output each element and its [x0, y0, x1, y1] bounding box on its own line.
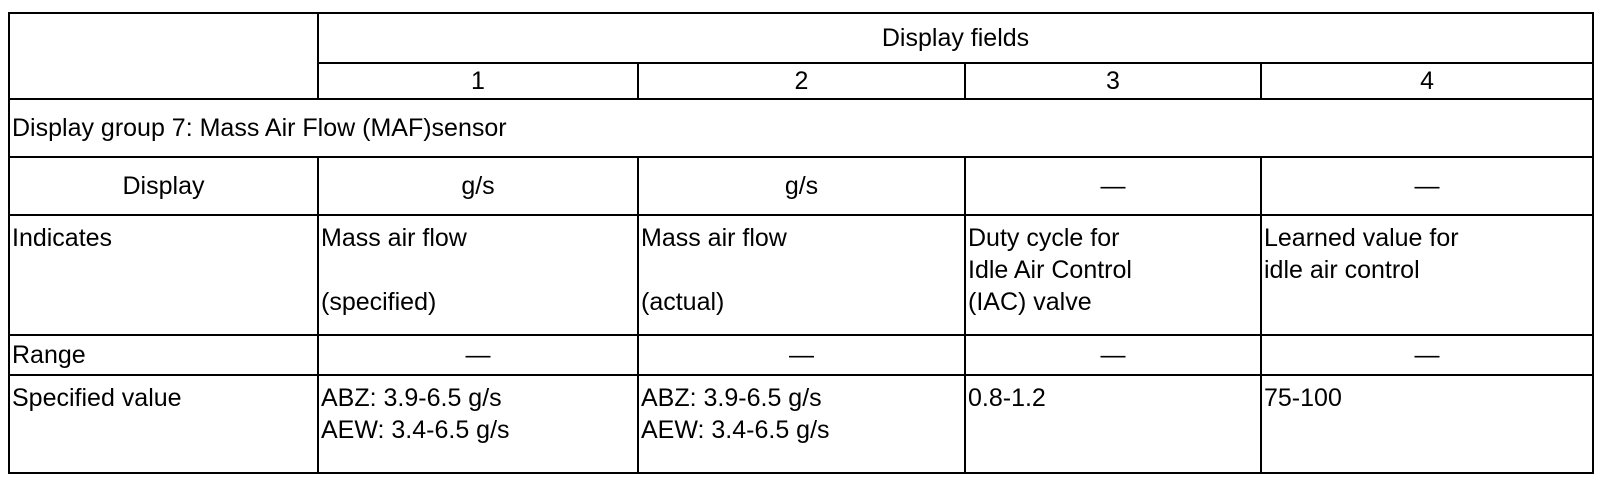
table-row-range: Range — — — —	[8, 334, 1595, 376]
field-number-2: 2	[637, 62, 966, 100]
field-number-4: 4	[1259, 62, 1595, 100]
header-empty-cell	[8, 12, 319, 100]
row-label-indicates: Indicates	[8, 214, 319, 336]
row-label-specified-value: Specified value	[8, 374, 319, 474]
range-value-4: —	[1259, 334, 1595, 376]
header-row-display-fields: Display fields	[8, 12, 1595, 100]
range-value-3: —	[964, 334, 1262, 376]
display-value-2: g/s	[637, 156, 966, 216]
table-row-specified-value: Specified value ABZ: 3.9-6.5 g/s AEW: 3.…	[8, 374, 1595, 474]
display-fields-header: Display fields	[316, 12, 1595, 64]
indicates-value-2: Mass air flow (actual)	[637, 214, 966, 336]
range-value-2: —	[637, 334, 966, 376]
field-number-3: 3	[964, 62, 1262, 100]
header-row-field-numbers: 1 2 3 4	[9, 62, 1595, 100]
row-label-display: Display	[8, 156, 319, 216]
field-number-1: 1	[317, 62, 639, 100]
specified-value-1: ABZ: 3.9-6.5 g/s AEW: 3.4-6.5 g/s	[317, 374, 639, 474]
indicates-value-3: Duty cycle for Idle Air Control (IAC) va…	[964, 214, 1262, 336]
group-title-row: Display group 7: Mass Air Flow (MAF)sens…	[7, 98, 1595, 158]
display-value-4: —	[1259, 156, 1595, 216]
table-row-indicates: Indicates Mass air flow (specified) Mass…	[8, 214, 1595, 336]
display-group-table: Display fields 1 2 3 4 Display group 7: …	[7, 12, 1595, 474]
specified-value-3: 0.8-1.2	[964, 374, 1262, 474]
row-label-range: Range	[8, 334, 319, 376]
display-group-title: Display group 7: Mass Air Flow (MAF)sens…	[7, 98, 1595, 158]
range-value-1: —	[317, 334, 639, 376]
specified-value-4: 75-100	[1259, 374, 1595, 474]
specified-value-2: ABZ: 3.9-6.5 g/s AEW: 3.4-6.5 g/s	[637, 374, 966, 474]
table-row-display: Display g/s g/s — —	[8, 156, 1595, 216]
indicates-value-4: Learned value for idle air control	[1259, 214, 1595, 336]
display-value-3: —	[964, 156, 1262, 216]
display-value-1: g/s	[317, 156, 639, 216]
indicates-value-1: Mass air flow (specified)	[317, 214, 639, 336]
